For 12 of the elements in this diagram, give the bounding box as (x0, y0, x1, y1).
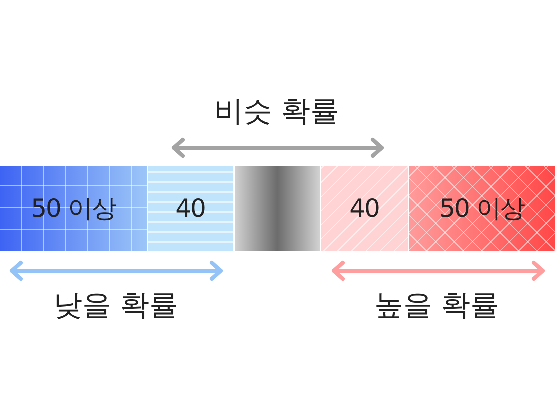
probability-label: 높을 확률 (374, 288, 500, 322)
probability-band-segment (235, 166, 320, 251)
percentage-label: 50 이상 (31, 193, 116, 225)
probability-band-segment (0, 166, 147, 251)
probability-band-segment (321, 166, 408, 251)
percentage-label: 50 이상 (440, 193, 524, 225)
probability-label: 비슷 확률 (214, 94, 340, 128)
probability-label: 낮을 확률 (53, 288, 179, 322)
probability-band-segment (409, 166, 555, 251)
percentage-label: 40 (350, 194, 380, 223)
probability-band-segment (148, 166, 233, 251)
percentage-label: 40 (176, 194, 206, 223)
